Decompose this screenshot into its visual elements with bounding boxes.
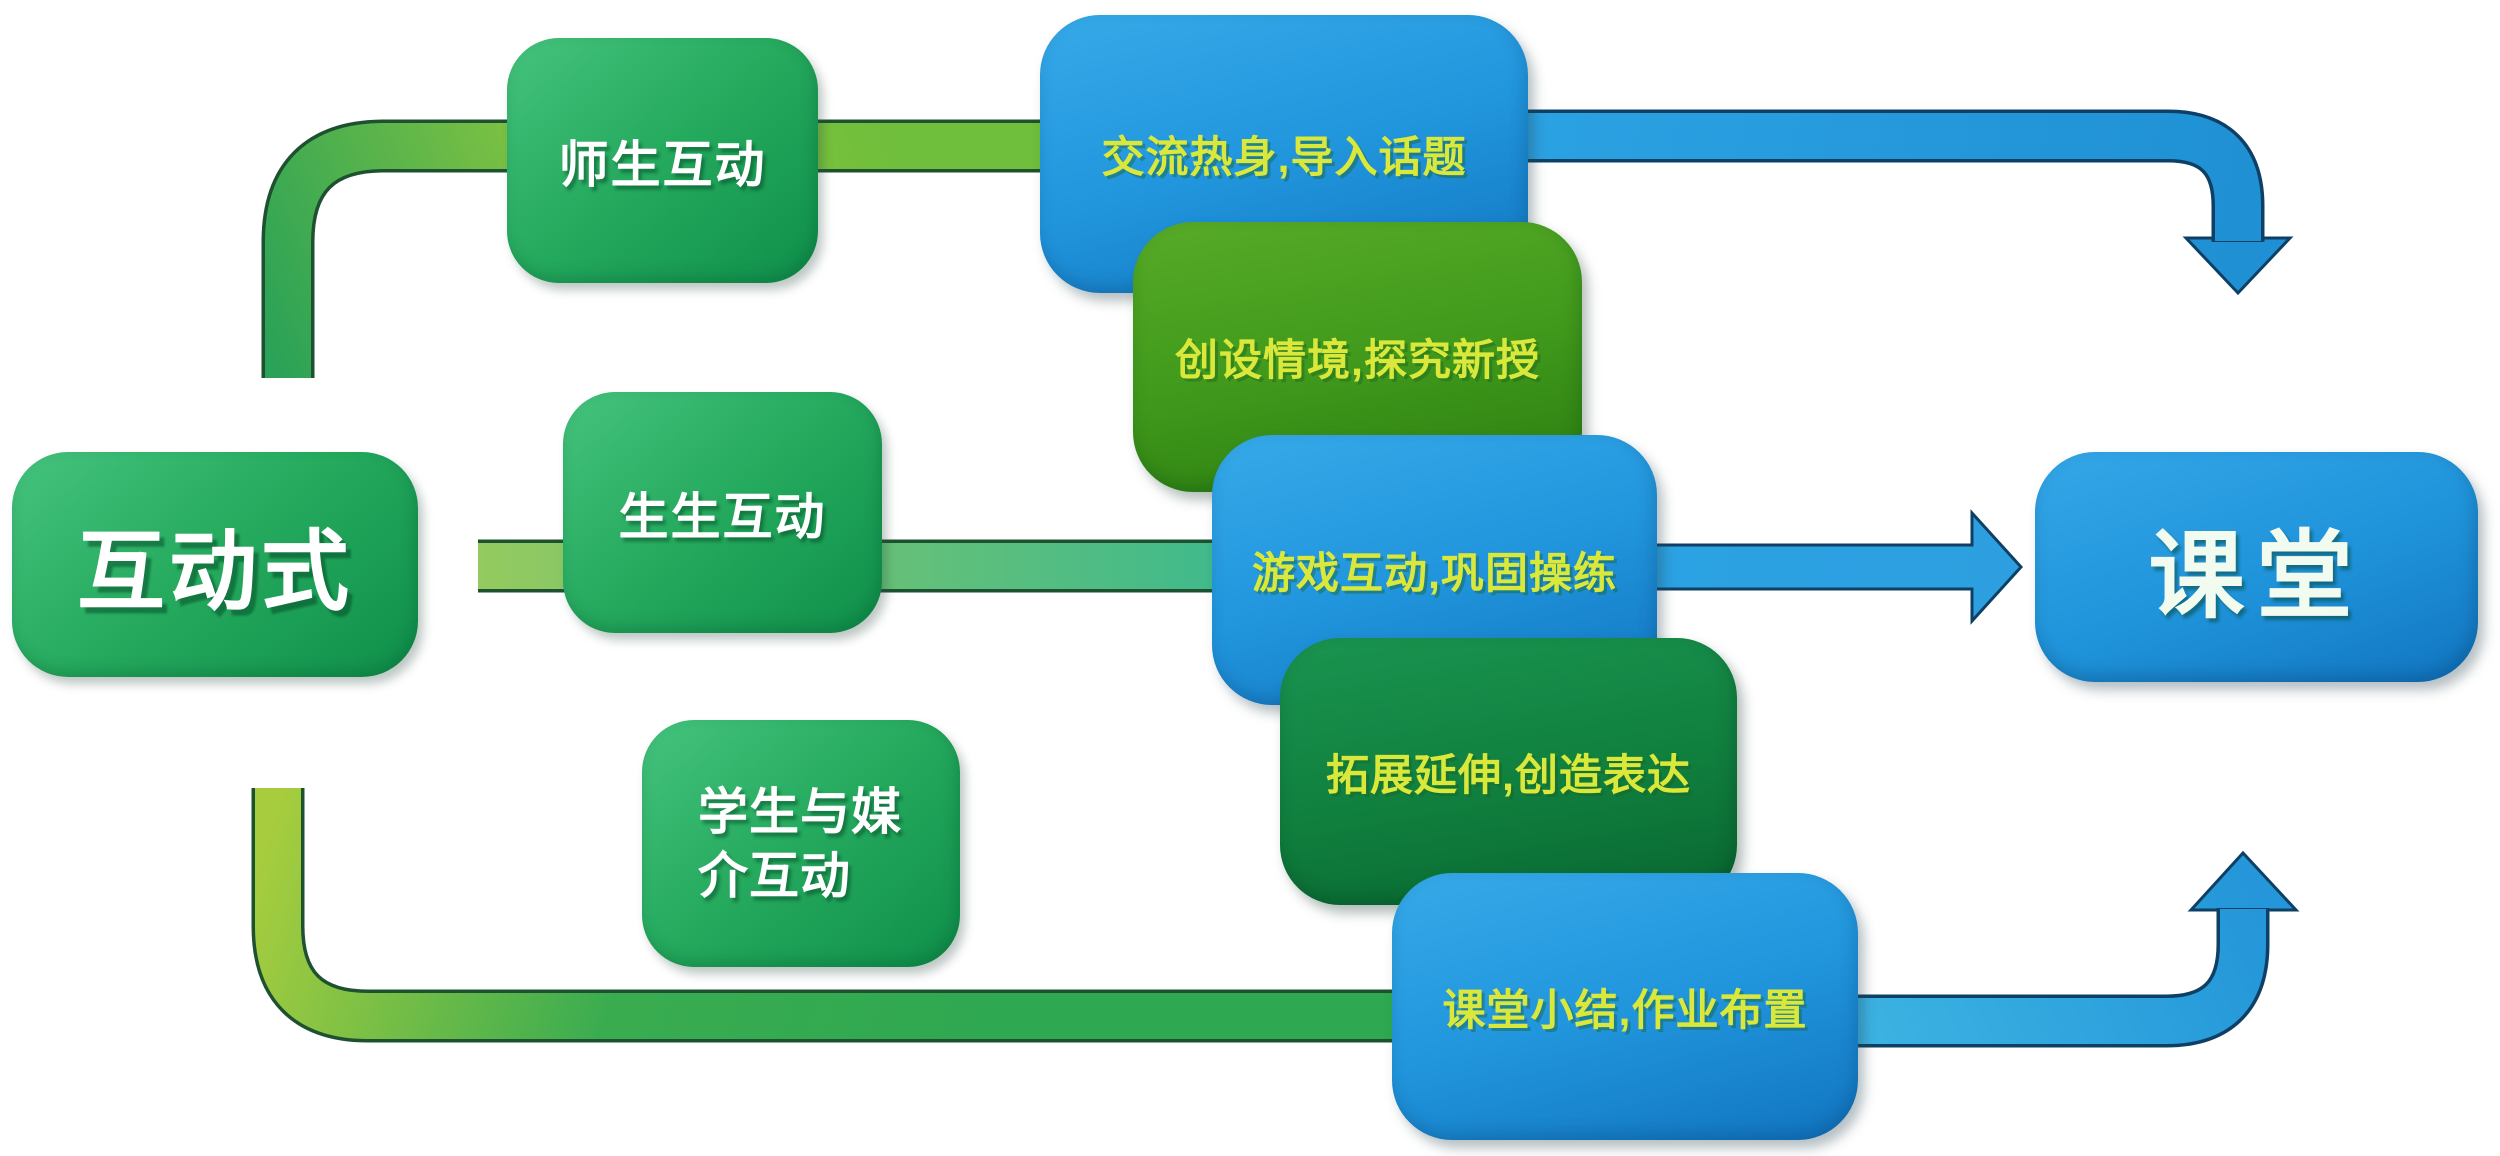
stage-label: 交流热身,导入话题 bbox=[1101, 134, 1467, 182]
interaction-label: 师生互动 bbox=[558, 136, 767, 193]
interaction-label-line2: 介互动 bbox=[698, 847, 851, 904]
stage-label: 创设情境,探究新授 bbox=[1175, 337, 1540, 385]
down-arrow-icon bbox=[2182, 236, 2294, 296]
stage-box-4: 拓展延伸,创造表达 bbox=[1280, 638, 1737, 905]
hub-box: 互动式 bbox=[12, 452, 418, 677]
interaction-label: 生生互动 bbox=[618, 488, 827, 545]
top-connector bbox=[261, 119, 1060, 378]
outcome-box: 课堂 bbox=[2035, 452, 2478, 682]
interaction-box-student-student: 生生互动 bbox=[563, 392, 882, 633]
stage-box-5: 课堂小结,作业布置 bbox=[1392, 873, 1858, 1140]
top-right-connector bbox=[1522, 109, 2294, 296]
outcome-label: 课堂 bbox=[2148, 522, 2365, 630]
bottom-right-connector bbox=[1852, 850, 2300, 1048]
right-arrow-icon bbox=[1648, 509, 2024, 625]
interaction-box-student-media: 学生与媒 介互动 bbox=[642, 720, 960, 967]
interaction-box-teacher-student: 师生互动 bbox=[507, 38, 818, 283]
interaction-label-line1: 学生与媒 bbox=[698, 783, 902, 840]
stage-label: 游戏互动,巩固操练 bbox=[1252, 550, 1617, 598]
bottom-connector bbox=[251, 788, 1460, 1043]
up-arrow-icon bbox=[2187, 850, 2300, 912]
hub-label: 互动式 bbox=[76, 522, 353, 621]
stage-label: 拓展延伸,创造表达 bbox=[1326, 751, 1691, 800]
stage-label: 课堂小结,作业布置 bbox=[1442, 986, 1808, 1035]
